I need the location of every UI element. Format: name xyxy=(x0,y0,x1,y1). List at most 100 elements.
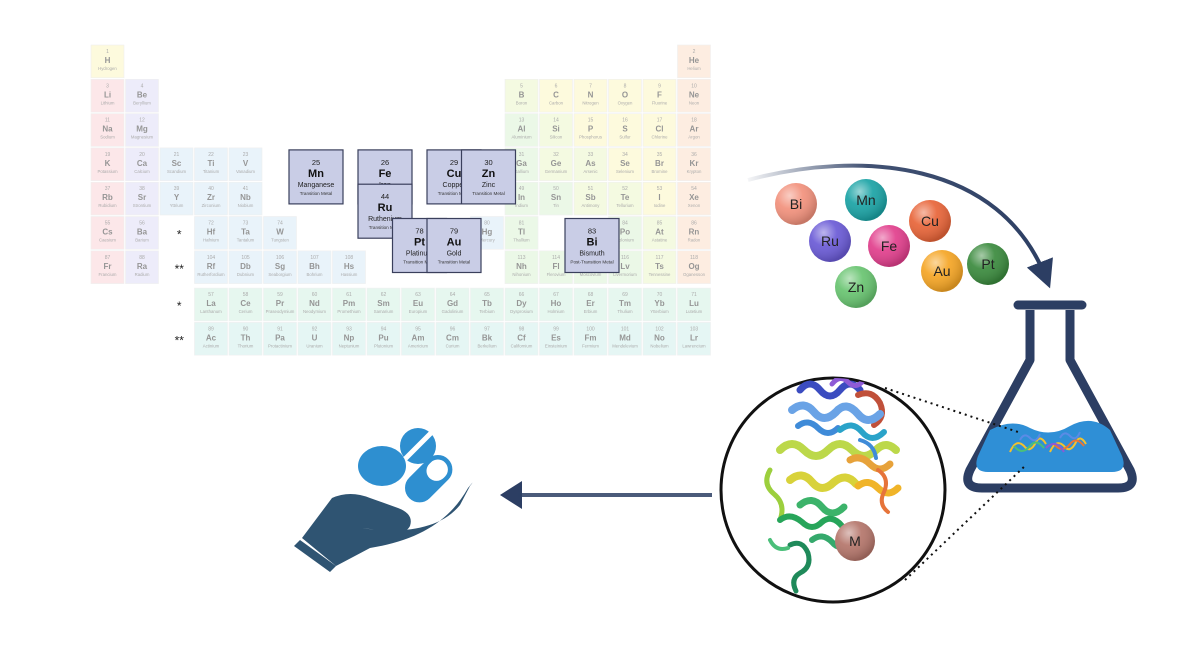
element-name: Bismuth xyxy=(579,251,604,258)
element-symbol: Si xyxy=(552,125,560,134)
element-name: Aluminium xyxy=(511,135,531,140)
atomic-number: 51 xyxy=(588,186,594,192)
metal-sphere-fe: Fe xyxy=(868,225,910,267)
atomic-number: 3 xyxy=(106,83,109,89)
element-name: Rutherfordium xyxy=(197,272,225,277)
atomic-number: 10 xyxy=(691,83,697,89)
atomic-number: 55 xyxy=(105,221,111,227)
element-symbol: Ho xyxy=(551,299,562,308)
atomic-number: 102 xyxy=(655,326,664,332)
element-symbol: Eu xyxy=(413,299,423,308)
atomic-number: 104 xyxy=(207,255,216,261)
element-name: Einsteinium xyxy=(545,343,568,348)
element-name: Oganesson xyxy=(683,272,706,277)
element-name: Chlorine xyxy=(651,135,668,140)
element-name: Californium xyxy=(511,343,533,348)
element-symbol: Ge xyxy=(551,159,562,168)
element-category: Post-Transition Metal xyxy=(570,260,613,265)
element-symbol: Am xyxy=(412,333,425,342)
atomic-number: 9 xyxy=(658,83,661,89)
element-name: Seaborgium xyxy=(268,272,292,277)
element-name: Yttrium xyxy=(170,203,184,208)
series-marker: ** xyxy=(175,262,185,276)
atomic-number: 63 xyxy=(415,292,421,298)
element-name: Livermorium xyxy=(613,272,637,277)
element-category: Transition Metal xyxy=(300,191,333,196)
atomic-number: 53 xyxy=(657,186,663,192)
atomic-number: 80 xyxy=(484,221,490,227)
atomic-number: 67 xyxy=(553,292,559,298)
element-symbol: Al xyxy=(518,125,526,134)
atomic-number: 38 xyxy=(139,186,145,192)
element-symbol: Lu xyxy=(689,299,699,308)
element-name: Moscovium xyxy=(580,272,602,277)
element-name: Terbium xyxy=(479,309,495,314)
atomic-number: 85 xyxy=(657,221,663,227)
element-symbol: Ga xyxy=(516,159,527,168)
atomic-number: 100 xyxy=(586,326,595,332)
series-marker: * xyxy=(177,299,182,313)
element-symbol: Sr xyxy=(138,193,146,202)
element-symbol: Rb xyxy=(102,193,113,202)
element-name: Potassium xyxy=(97,169,117,174)
atomic-number: 79 xyxy=(450,227,458,236)
atomic-number: 96 xyxy=(450,326,456,332)
element-name: Lawrencium xyxy=(682,343,706,348)
element-symbol: Dy xyxy=(516,299,527,308)
element-name: Antimony xyxy=(582,203,601,208)
atomic-number: 84 xyxy=(622,221,628,227)
element-name: Lithium xyxy=(101,100,115,105)
element-symbol: Hf xyxy=(207,228,216,237)
element-name: Neptunium xyxy=(339,343,360,348)
element-symbol: Pr xyxy=(276,299,284,308)
element-name: Germanium xyxy=(545,169,568,174)
element-symbol: Na xyxy=(102,125,113,134)
element-name: Samarium xyxy=(374,309,394,314)
element-category: Transition Metal xyxy=(438,260,471,265)
element-symbol: O xyxy=(622,90,628,99)
element-name: Lanthanum xyxy=(200,309,222,314)
atomic-number: 2 xyxy=(693,49,696,55)
element-name: Helium xyxy=(687,66,701,71)
element-symbol: Hs xyxy=(344,262,355,271)
element-name: Holmium xyxy=(548,309,565,314)
element-symbol: Ne xyxy=(689,90,700,99)
element-symbol: Rf xyxy=(207,262,216,271)
element-symbol: Gd xyxy=(447,299,458,308)
flask-icon xyxy=(963,300,1137,493)
element-symbol: Fm xyxy=(585,333,597,342)
element-symbol: P xyxy=(588,125,594,134)
atomic-number: 4 xyxy=(141,83,144,89)
atomic-number: 71 xyxy=(691,292,697,298)
element-symbol: Br xyxy=(655,159,664,168)
atomic-number: 114 xyxy=(552,255,560,261)
element-symbol: Sg xyxy=(275,262,285,271)
atomic-number: 92 xyxy=(312,326,318,332)
atomic-number: 59 xyxy=(277,292,283,298)
element-symbol: Se xyxy=(620,159,630,168)
atomic-number: 33 xyxy=(588,152,594,158)
